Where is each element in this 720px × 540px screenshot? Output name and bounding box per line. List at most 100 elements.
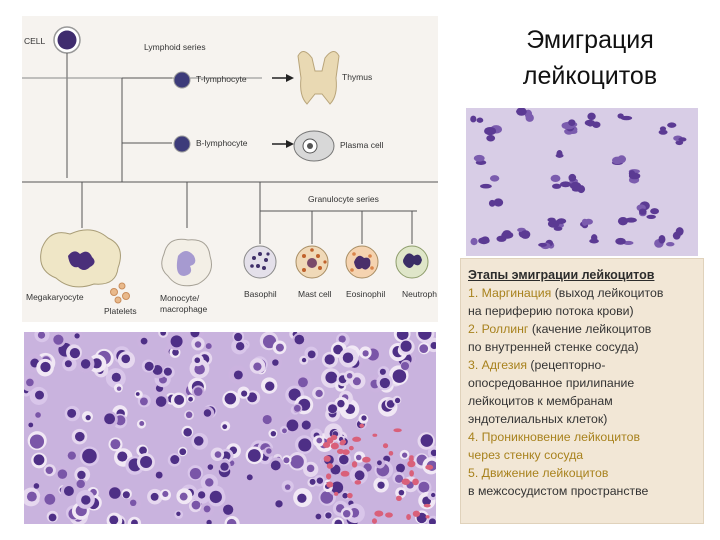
slide-title: Эмиграция лейкоцитов bbox=[470, 22, 710, 94]
marrow-cell-nucleus bbox=[222, 424, 228, 430]
red-blood-cell bbox=[412, 478, 419, 486]
marrow-cell-nucleus bbox=[315, 389, 323, 398]
label-monocyte-1: Monocyte/ bbox=[160, 293, 200, 303]
stage-description: лейкоцитов к мембранам bbox=[468, 394, 613, 408]
red-blood-cell bbox=[348, 445, 354, 451]
marrow-cell-nucleus bbox=[35, 412, 41, 418]
marrow-cell-nucleus bbox=[53, 334, 64, 345]
leukocyte-nucleus bbox=[473, 154, 487, 166]
stage-description: (качение лейкоцитов bbox=[528, 322, 652, 336]
marrow-cell-nucleus bbox=[64, 360, 72, 368]
marrow-cell-nucleus bbox=[247, 392, 258, 403]
stage-description: опосредованное прилипание bbox=[468, 376, 635, 390]
red-blood-cell bbox=[336, 448, 344, 455]
stage-4-line-2: через стенку сосуда bbox=[468, 446, 698, 464]
red-blood-cell bbox=[347, 492, 353, 499]
label-neutrophil: Neutroph bbox=[402, 289, 437, 299]
stage-term: 3. Адгезия bbox=[468, 358, 527, 372]
marrow-cell-nucleus bbox=[223, 504, 234, 515]
marrow-cell-nucleus bbox=[288, 388, 301, 401]
red-blood-cell bbox=[362, 456, 371, 463]
marrow-cell-nucleus bbox=[121, 354, 131, 364]
red-blood-cell bbox=[326, 463, 333, 469]
marrow-cell-nucleus bbox=[379, 377, 390, 389]
marrow-cell-nucleus bbox=[401, 452, 408, 458]
marrow-cell-nucleus bbox=[270, 430, 277, 437]
marrow-cell-nucleus bbox=[48, 513, 57, 522]
stage-description: эндотелиальных клеток) bbox=[468, 412, 608, 426]
marrow-cell-nucleus bbox=[26, 378, 34, 387]
marrow-cell-nucleus bbox=[179, 492, 188, 501]
marrow-cell-nucleus bbox=[342, 352, 354, 363]
leukocyte-nucleus bbox=[538, 239, 555, 250]
marrow-cell-nucleus bbox=[247, 449, 261, 462]
marrow-cell-nucleus bbox=[253, 362, 262, 371]
marrow-cell-nucleus bbox=[191, 500, 201, 510]
red-blood-cell bbox=[342, 449, 350, 456]
stage-description: по внутренней стенке сосуда) bbox=[468, 340, 639, 354]
red-blood-cell bbox=[425, 515, 430, 519]
marrow-cell-nucleus bbox=[400, 361, 410, 371]
red-blood-cell bbox=[325, 473, 332, 480]
leukocyte-nucleus bbox=[470, 115, 484, 123]
marrow-cell-nucleus bbox=[203, 505, 211, 513]
marrow-cell-nucleus bbox=[355, 454, 362, 461]
marrow-cell-nucleus bbox=[297, 493, 307, 503]
leukocyte-nucleus bbox=[654, 235, 675, 248]
marrow-cell-nucleus bbox=[57, 469, 68, 479]
leukocyte-nucleus bbox=[617, 216, 637, 226]
marrow-cell-nucleus bbox=[338, 335, 346, 343]
marrow-cell-nucleus bbox=[183, 427, 192, 437]
stage-description: на периферию потока крови) bbox=[468, 304, 634, 318]
marrow-cell-nucleus bbox=[160, 332, 167, 336]
leukocyte-nucleus bbox=[584, 119, 601, 129]
stage-description: (выход лейкоцитов bbox=[551, 286, 664, 300]
title-line-1: Эмиграция bbox=[526, 26, 654, 54]
marrow-cell-nucleus bbox=[306, 464, 315, 473]
red-blood-cell bbox=[322, 442, 331, 448]
marrow-cell-nucleus bbox=[376, 460, 382, 466]
marrow-cell-nucleus bbox=[28, 422, 34, 428]
red-blood-cell bbox=[323, 455, 331, 462]
diagram-svg: CELL Lymphoid series T-lymphocyte Thymus bbox=[22, 26, 438, 316]
marrow-cell-nucleus bbox=[234, 332, 243, 342]
marrow-cell-nucleus bbox=[205, 478, 214, 487]
marrow-cell-nucleus bbox=[282, 428, 287, 434]
marrow-cell-nucleus bbox=[394, 397, 401, 404]
label-cell: CELL bbox=[24, 36, 46, 46]
micrograph-leukocytes bbox=[466, 108, 698, 256]
marrow-cell-nucleus bbox=[174, 394, 185, 405]
red-blood-cell bbox=[334, 491, 339, 496]
marrow-cell-nucleus bbox=[290, 455, 304, 469]
marrow-cell-nucleus bbox=[194, 357, 201, 364]
marrow-cell-nucleus bbox=[74, 333, 80, 339]
label-eosinophil: Eosinophil bbox=[346, 289, 385, 299]
marrow-cell-nucleus bbox=[298, 438, 312, 452]
marrow-cell-nucleus bbox=[170, 335, 183, 348]
marrow-cell-nucleus bbox=[176, 511, 181, 516]
marrow-cell-nucleus bbox=[63, 486, 74, 496]
leukocyte-nucleus bbox=[638, 208, 659, 220]
title-line-2: лейкоцитов bbox=[522, 62, 658, 90]
stage-term: через стенку сосуда bbox=[468, 448, 584, 462]
red-blood-cell bbox=[409, 470, 414, 477]
label-thymus: Thymus bbox=[342, 72, 372, 82]
marrow-cell-nucleus bbox=[109, 487, 121, 499]
marrow-cell-nucleus bbox=[40, 361, 51, 373]
marrow-cell-nucleus bbox=[170, 454, 180, 465]
marrow-cell-nucleus bbox=[194, 364, 205, 375]
marrow-cell-nucleus bbox=[346, 372, 353, 379]
marrow-cell-nucleus bbox=[331, 481, 344, 494]
marrow-cell-nucleus bbox=[431, 492, 436, 498]
red-blood-cell bbox=[409, 455, 414, 459]
marrow-cell-nucleus bbox=[396, 463, 405, 473]
marrow-cell-nucleus bbox=[262, 414, 272, 425]
marrow-cell-nucleus bbox=[333, 344, 343, 355]
marrow-cell-nucleus bbox=[307, 350, 316, 359]
thymus-shape bbox=[297, 51, 340, 105]
red-blood-cell bbox=[406, 513, 411, 521]
red-blood-cell bbox=[354, 480, 362, 485]
leukocyte-nucleus bbox=[672, 227, 684, 240]
stage-description: в межсосудистом пространстве bbox=[468, 484, 649, 498]
